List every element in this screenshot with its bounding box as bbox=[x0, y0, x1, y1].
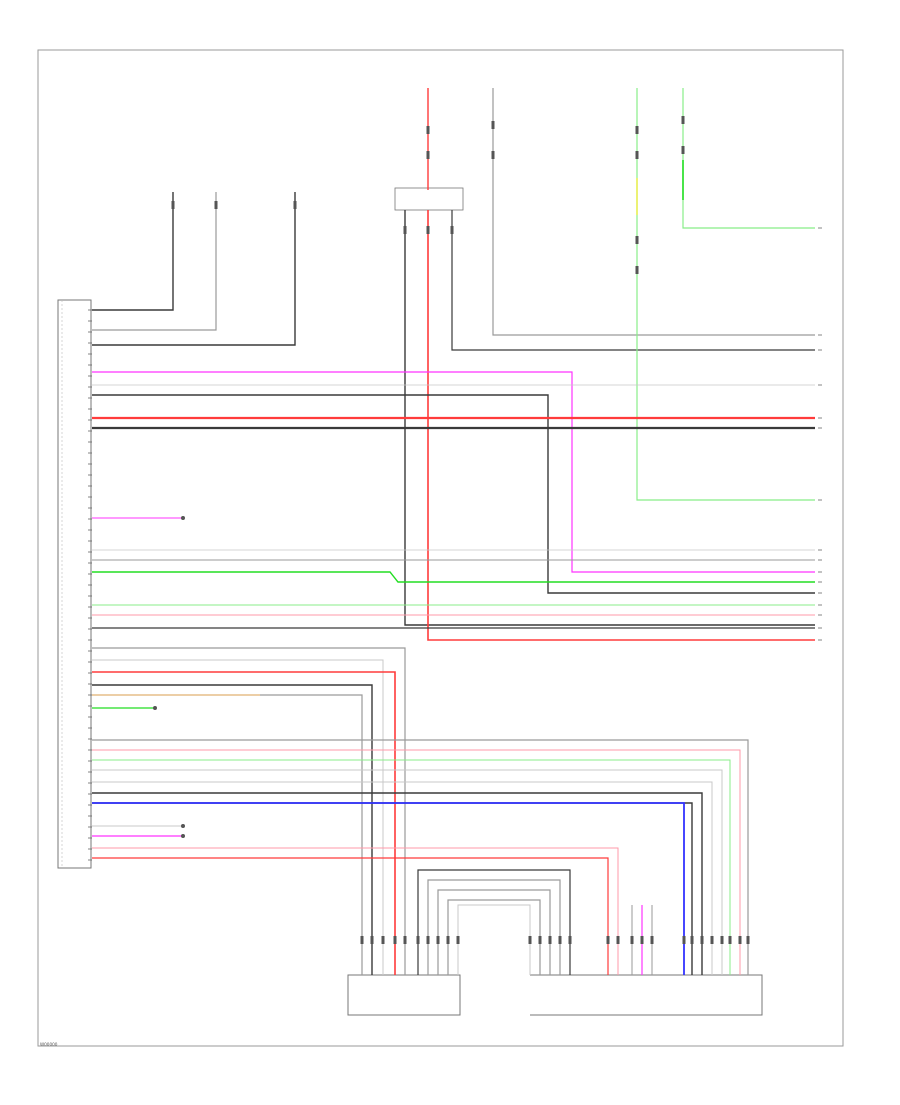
wire-47 bbox=[447, 899, 541, 975]
connector-pin bbox=[606, 936, 610, 944]
connector-pin bbox=[700, 936, 704, 944]
wire-48 bbox=[457, 904, 531, 975]
connector-pin bbox=[426, 126, 430, 134]
wire-27 bbox=[92, 671, 396, 975]
connector-pin bbox=[393, 936, 397, 944]
wire-26 bbox=[92, 659, 384, 975]
connector-pin bbox=[426, 226, 430, 234]
connector-pin bbox=[650, 936, 654, 944]
wire-43 bbox=[92, 857, 609, 975]
wire-25 bbox=[92, 647, 406, 975]
connector-pin bbox=[635, 236, 639, 244]
bottom-right-connector-box bbox=[530, 974, 763, 1016]
connector-pin bbox=[491, 151, 495, 159]
connector-pin bbox=[293, 201, 297, 209]
left-connector-strip bbox=[57, 299, 92, 869]
wire-11 bbox=[682, 88, 815, 229]
connector-pin bbox=[728, 936, 732, 944]
wire-34 bbox=[92, 759, 731, 975]
connector-pin bbox=[450, 226, 454, 234]
wire-28 bbox=[92, 684, 373, 975]
footer-code: W00000 bbox=[40, 1042, 58, 1047]
connector-pin bbox=[436, 936, 440, 944]
connector-pin bbox=[681, 116, 685, 124]
wire-44 bbox=[417, 869, 571, 975]
connector-dot-3 bbox=[181, 824, 185, 828]
connector-pin bbox=[681, 146, 685, 154]
connector-pin bbox=[616, 936, 620, 944]
diagram-frame bbox=[37, 49, 844, 1047]
wire-2 bbox=[92, 192, 217, 331]
connector-pin bbox=[491, 121, 495, 129]
connector-pin bbox=[635, 126, 639, 134]
bottom-left-connector-box bbox=[347, 974, 461, 1016]
connector-pin bbox=[528, 936, 532, 944]
connector-pin bbox=[738, 936, 742, 944]
connector-pin bbox=[710, 936, 714, 944]
terminals-group bbox=[88, 227, 822, 861]
top-center-splice bbox=[394, 187, 464, 211]
connector-pin bbox=[403, 226, 407, 234]
connector-pin bbox=[635, 266, 639, 274]
connector-pin bbox=[403, 936, 407, 944]
pins-group bbox=[171, 116, 750, 944]
wires-group bbox=[92, 88, 815, 975]
wire-45 bbox=[427, 879, 561, 975]
connector-pin bbox=[720, 936, 724, 944]
wire-9 bbox=[636, 88, 815, 501]
wire-33 bbox=[92, 749, 741, 975]
connector-pin bbox=[640, 936, 644, 944]
connector-pin bbox=[635, 151, 639, 159]
wire-7 bbox=[427, 210, 815, 641]
wire-29 bbox=[92, 694, 363, 975]
connector-pin bbox=[446, 936, 450, 944]
connector-pin bbox=[682, 936, 686, 944]
connector-pin bbox=[214, 201, 218, 209]
wire-37 bbox=[92, 792, 703, 975]
connector-pin bbox=[558, 936, 562, 944]
wire-5 bbox=[492, 88, 815, 336]
connector-dot-4 bbox=[181, 834, 185, 838]
wire-15 bbox=[92, 394, 815, 594]
wire-13 bbox=[92, 371, 815, 573]
connector-pin bbox=[568, 936, 572, 944]
connector-pin bbox=[456, 936, 460, 944]
wire-3 bbox=[92, 192, 296, 346]
connector-pin bbox=[171, 201, 175, 209]
wire-39 bbox=[92, 802, 685, 975]
wire-46 bbox=[437, 889, 551, 975]
connector-pin bbox=[426, 151, 430, 159]
connector-pin bbox=[416, 936, 420, 944]
connector-pin bbox=[426, 936, 430, 944]
wire-32 bbox=[92, 739, 749, 975]
connector-pin bbox=[370, 936, 374, 944]
connector-pin bbox=[690, 936, 694, 944]
connector-dot-2 bbox=[153, 706, 157, 710]
wire-6 bbox=[404, 210, 815, 626]
wire-38 bbox=[92, 802, 693, 975]
wire-8 bbox=[451, 210, 815, 351]
connector-pin bbox=[548, 936, 552, 944]
wire-1 bbox=[92, 192, 174, 311]
wire-35 bbox=[92, 769, 723, 975]
connector-dot-1 bbox=[181, 516, 185, 520]
connector-pin bbox=[538, 936, 542, 944]
connector-pin bbox=[746, 936, 750, 944]
connector-pin bbox=[381, 936, 385, 944]
wire-21 bbox=[92, 571, 815, 583]
connector-pin bbox=[630, 936, 634, 944]
connector-pin bbox=[360, 936, 364, 944]
wire-36 bbox=[92, 781, 713, 975]
wire-42 bbox=[92, 847, 619, 975]
